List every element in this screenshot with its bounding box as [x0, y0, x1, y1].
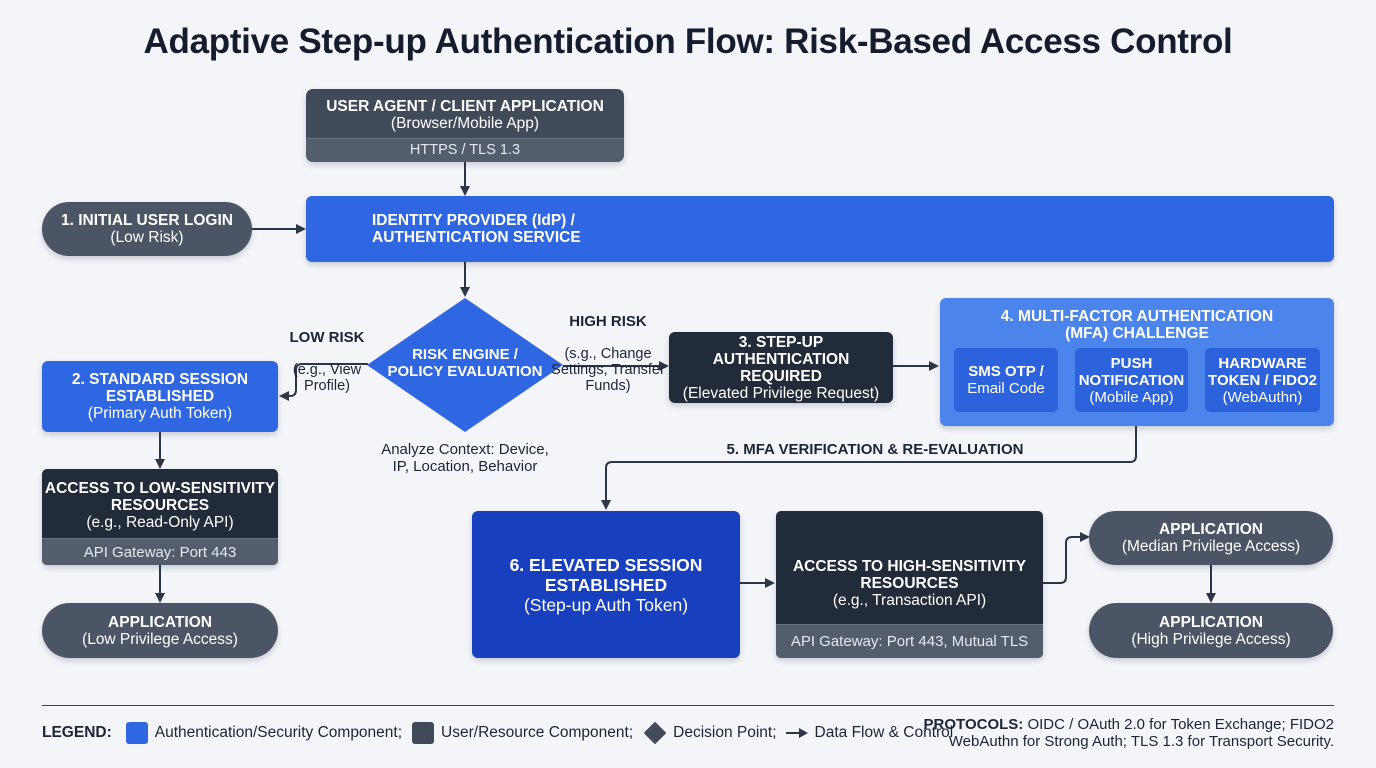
protocols-line1: OIDC / OAuth 2.0 for Token Exchange; FID…	[1027, 716, 1334, 733]
standard-session-node: 2. STANDARD SESSION ESTABLISHED (Primary…	[42, 361, 278, 432]
elevated-session-node: 6. ELEVATED SESSION ESTABLISHED (Step-up…	[472, 511, 740, 658]
mfa-option-hardware-token: HARDWARE TOKEN / FIDO2 (WebAuthn)	[1205, 348, 1320, 412]
high-sensitivity-resources-node: ACCESS TO HIGH-SENSITIVITY RESOURCES (e.…	[776, 511, 1043, 658]
app-high-subtitle: (High Privilege Access)	[1131, 630, 1291, 648]
low-risk-label: LOW RISK (e.g., View Profile)	[272, 313, 382, 394]
initial-login-subtitle: (Low Risk)	[110, 229, 184, 246]
low-resources-subtitle: (e.g., Read-Only API)	[86, 514, 234, 531]
high-resources-footer: API Gateway: Port 443, Mutual TLS	[776, 624, 1043, 658]
legend: LEGEND: Authentication/Security Componen…	[42, 721, 954, 745]
identity-provider-title: IDENTITY PROVIDER (IdP) / AUTHENTICATION…	[372, 212, 581, 246]
protocols-line2: WebAuthn for Strong Auth; TLS 1.3 for Tr…	[948, 733, 1334, 750]
step-up-subtitle: (Elevated Privilege Request)	[682, 384, 880, 402]
mfa-option-push-subtitle: (Mobile App)	[1089, 388, 1174, 406]
risk-engine-label: RISK ENGINE / POLICY EVALUATION	[387, 346, 543, 380]
step-up-required-node: 3. STEP-UP AUTHENTICATION REQUIRED (Elev…	[669, 332, 893, 403]
mfa-option-push-notification: PUSH NOTIFICATION (Mobile App)	[1075, 348, 1188, 412]
footer-divider	[42, 705, 1334, 706]
app-median-subtitle: (Median Privilege Access)	[1121, 538, 1301, 555]
step-up-title: 3. STEP-UP AUTHENTICATION REQUIRED	[712, 333, 850, 385]
app-median-title: APPLICATION	[1159, 521, 1263, 538]
elevated-session-subtitle: (Step-up Auth Token)	[523, 594, 689, 615]
legend-label-flow: Data Flow & Control	[814, 724, 954, 741]
application-median-privilege-node: APPLICATION (Median Privilege Access)	[1089, 511, 1333, 565]
mfa-option-hardware-title: HARDWARE TOKEN / FIDO2	[1208, 354, 1317, 389]
mfa-option-sms-otp: SMS OTP / Email Code	[954, 348, 1058, 412]
high-risk-label: HIGH RISK (s.g., Change Settings, Transf…	[548, 297, 668, 394]
legend-label-decision: Decision Point;	[673, 724, 777, 741]
application-low-privilege-node: APPLICATION (Low Privilege Access)	[42, 603, 278, 658]
high-resources-title: ACCESS TO HIGH-SENSITIVITY RESOURCES	[792, 558, 1027, 592]
mfa-option-push-title: PUSH NOTIFICATION	[1078, 354, 1185, 389]
slate-square-icon	[412, 722, 435, 744]
initial-login-title: 1. INITIAL USER LOGIN	[61, 212, 233, 229]
standard-session-title: 2. STANDARD SESSION ESTABLISHED	[71, 371, 249, 405]
edge-mfa-to-elevated	[601, 426, 1137, 510]
user-agent-subtitle: (Browser/Mobile App)	[390, 115, 540, 132]
protocols-label: PROTOCOLS:	[923, 716, 1024, 733]
low-resources-footer: API Gateway: Port 443	[42, 538, 278, 565]
low-sensitivity-resources-node: ACCESS TO LOW-SENSITIVITY RESOURCES (e.g…	[42, 469, 278, 565]
analyze-context-label: Analyze Context: Device, IP, Location, B…	[381, 441, 549, 475]
protocols-note: PROTOCOLS: OIDC / OAuth 2.0 for Token Ex…	[900, 716, 1334, 750]
identity-provider-node: IDENTITY PROVIDER (IdP) / AUTHENTICATION…	[306, 196, 1334, 262]
mfa-verification-label: 5. MFA VERIFICATION & RE-EVALUATION	[726, 441, 1024, 458]
legend-label-auth: Authentication/Security Component;	[154, 724, 403, 741]
low-risk-title: LOW RISK	[289, 329, 365, 346]
high-risk-detail: (s.g., Change Settings, Transfer Funds)	[551, 346, 665, 394]
arrow-icon	[785, 728, 808, 738]
legend-label-user: User/Resource Component;	[441, 724, 634, 741]
app-low-title: APPLICATION	[108, 613, 212, 631]
low-resources-title: ACCESS TO LOW-SENSITIVITY RESOURCES	[44, 480, 276, 514]
app-high-title: APPLICATION	[1159, 613, 1263, 631]
high-risk-title: HIGH RISK	[569, 313, 647, 330]
elevated-session-title: 6. ELEVATED SESSION ESTABLISHED	[509, 554, 703, 595]
high-resources-subtitle: (e.g., Transaction API)	[832, 592, 987, 609]
user-agent-footer: HTTPS / TLS 1.3	[306, 138, 624, 162]
mfa-option-sms-subtitle: Email Code	[967, 380, 1045, 397]
initial-login-node: 1. INITIAL USER LOGIN (Low Risk)	[42, 202, 252, 256]
diagram-title: Adaptive Step-up Authentication Flow: Ri…	[143, 22, 1233, 61]
low-risk-detail: (e.g., View Profile)	[292, 362, 362, 394]
mfa-option-sms-title: SMS OTP /	[968, 363, 1044, 380]
risk-engine-diamond	[367, 298, 563, 432]
diamond-icon	[643, 721, 667, 745]
edge-risk-to-standard-session	[279, 363, 368, 401]
legend-title: LEGEND:	[42, 724, 112, 741]
edge-highres-to-appmedian	[1043, 532, 1090, 584]
user-agent-title: USER AGENT / CLIENT APPLICATION	[326, 98, 604, 115]
standard-session-subtitle: (Primary Auth Token)	[87, 405, 233, 422]
mfa-title: 4. MULTI-FACTOR AUTHENTICATION (MFA) CHA…	[1000, 308, 1274, 342]
blue-square-icon	[125, 722, 148, 744]
app-low-subtitle: (Low Privilege Access)	[82, 630, 238, 648]
application-high-privilege-node: APPLICATION (High Privilege Access)	[1089, 603, 1333, 658]
mfa-option-hardware-subtitle: (WebAuthn)	[1222, 388, 1303, 406]
user-agent-node: USER AGENT / CLIENT APPLICATION (Browser…	[306, 89, 624, 162]
mfa-challenge-node: 4. MULTI-FACTOR AUTHENTICATION (MFA) CHA…	[940, 298, 1334, 426]
